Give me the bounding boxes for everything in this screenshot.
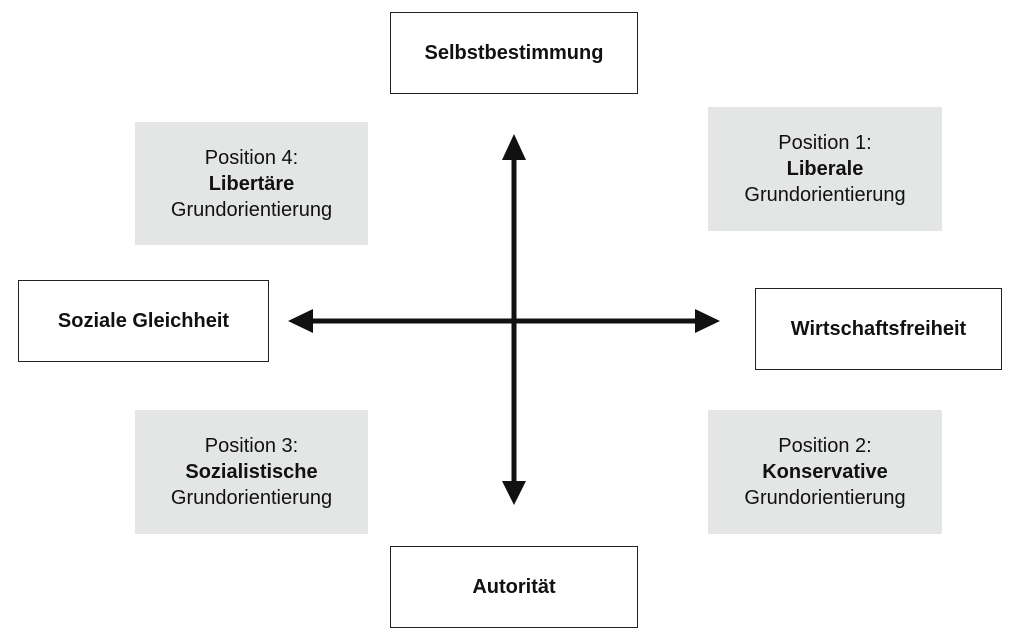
pole-bottom-box: Autorität — [390, 546, 638, 628]
pole-bottom-label: Autorität — [472, 575, 556, 598]
pole-left-box: Soziale Gleichheit — [18, 280, 269, 362]
arrowhead-right — [695, 309, 720, 333]
quadrant-suffix-label: Grundorientierung — [744, 184, 906, 206]
pole-top-label: Selbstbestimmung — [424, 41, 604, 64]
quadrant-type-label: Liberale — [786, 158, 864, 180]
quadrant-suffix-label: Grundorientierung — [170, 487, 333, 509]
pole-top-box: Selbstbestimmung — [390, 12, 638, 94]
arrowhead-down — [502, 481, 526, 505]
quadrant-position-2: Position 2: Konservative Grundorientieru… — [708, 410, 942, 534]
quadrant-position-3: Position 3: Sozialistische Grundorientie… — [135, 410, 368, 534]
quadrant-position-label: Position 3: — [204, 435, 299, 457]
quadrant-position-4: Position 4: Libertäre Grundorientierung — [135, 122, 368, 245]
quadrant-type-label: Konservative — [762, 461, 888, 483]
quadrant-position-label: Position 2: — [778, 435, 872, 457]
quadrant-position-label: Position 4: — [204, 146, 299, 169]
quadrant-position-1: Position 1: Liberale Grundorientierung — [708, 107, 942, 231]
arrowhead-left — [288, 309, 313, 333]
pole-right-box: Wirtschaftsfreiheit — [755, 288, 1002, 370]
quadrant-suffix-label: Grundorientierung — [170, 198, 333, 221]
pole-right-label: Wirtschaftsfreiheit — [790, 317, 967, 340]
quadrant-type-label: Libertäre — [208, 172, 295, 195]
quadrant-suffix-label: Grundorientierung — [744, 487, 906, 509]
quadrant-type-label: Sozialistische — [185, 461, 318, 483]
quadrant-position-label: Position 1: — [778, 132, 872, 154]
pole-left-label: Soziale Gleichheit — [57, 309, 230, 332]
arrowhead-up — [502, 134, 526, 160]
